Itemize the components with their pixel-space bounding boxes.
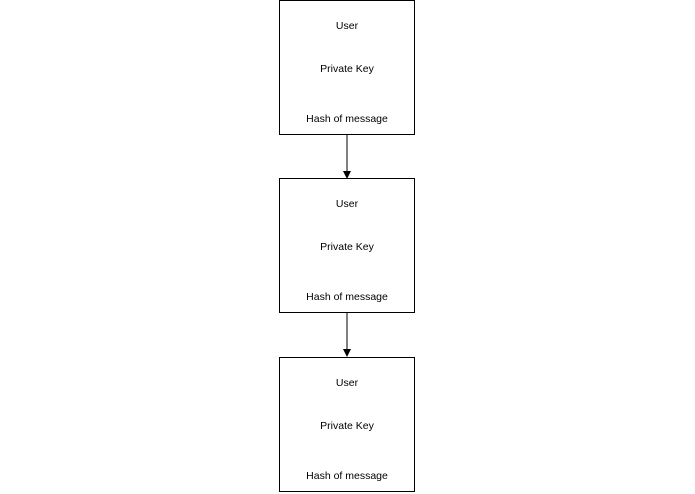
arrowhead-icon xyxy=(343,171,351,179)
node-label-hash-of-message: Hash of message xyxy=(306,470,388,482)
edge-node-1-to-node-2 xyxy=(343,135,351,179)
diagram-node-2: User Private Key Hash of message xyxy=(279,178,415,313)
edge-node-2-to-node-3 xyxy=(343,313,351,357)
node-label-hash-of-message: Hash of message xyxy=(306,113,388,125)
node-label-hash-of-message: Hash of message xyxy=(306,291,388,303)
node-label-user: User xyxy=(335,20,359,32)
node-label-private-key: Private Key xyxy=(320,420,374,432)
node-label-user: User xyxy=(335,377,359,389)
node-label-private-key: Private Key xyxy=(320,241,374,253)
node-label-user: User xyxy=(335,198,359,210)
node-label-private-key: Private Key xyxy=(320,63,374,75)
diagram-node-1: User Private Key Hash of message xyxy=(279,0,415,135)
arrowhead-icon xyxy=(343,349,351,357)
diagram-node-3: User Private Key Hash of message xyxy=(279,357,415,492)
